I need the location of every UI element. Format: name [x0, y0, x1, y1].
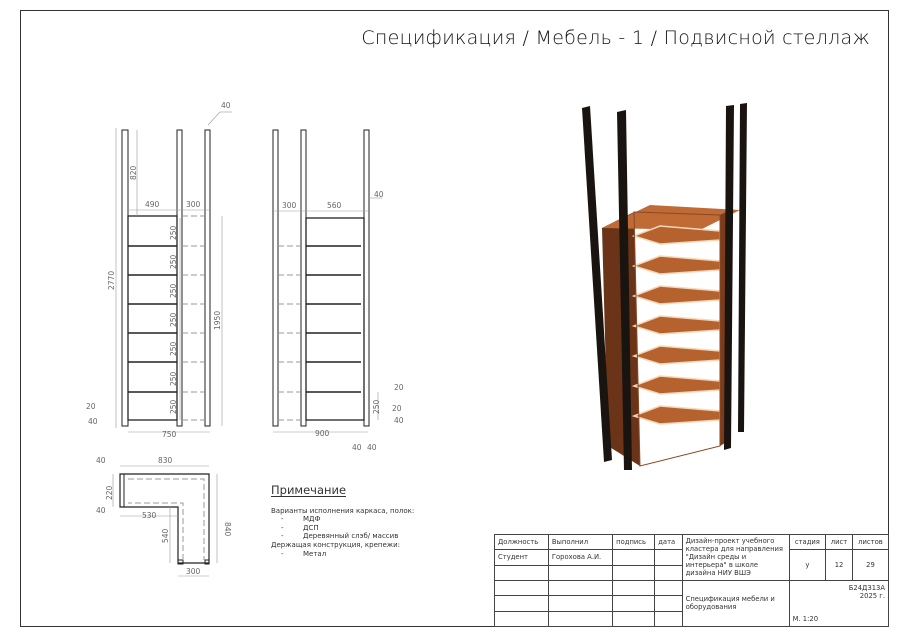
dim: 40: [88, 417, 98, 426]
3d-render: [582, 103, 747, 470]
dim: 250: [169, 341, 178, 356]
notes-section: Примечание Варианты исполнения каркаса, …: [271, 483, 415, 558]
document-title: Спецификация мебели и оборудования: [681, 579, 790, 628]
header-role: Должность: [494, 533, 549, 551]
dim: 540: [161, 528, 170, 543]
year: 2025 г.: [859, 591, 885, 600]
note-item: -ДСП: [281, 523, 319, 532]
front-view: [115, 111, 232, 433]
header-author: Выполнил: [547, 533, 614, 551]
dim: 2770: [107, 271, 116, 290]
plan-view: [112, 465, 218, 577]
dim: 40: [367, 443, 377, 452]
front-view-dims: 40 820 490 300 2770 1950 250 250 250 250…: [86, 101, 231, 439]
dim: 220: [105, 485, 114, 500]
sheets-value: 29: [851, 549, 890, 581]
side-view-dims: 300 560 40 20 250 20 40 900 40 40: [282, 190, 404, 452]
note-line: Варианты исполнения каркаса, полок:: [271, 506, 415, 515]
render-shelves: [631, 225, 721, 425]
dim: 560: [327, 201, 342, 210]
date-cell: [654, 549, 683, 566]
page-title: Спецификация / Мебель - 1 / Подвисной ст…: [361, 27, 870, 49]
dim: 40: [221, 101, 231, 110]
sheet-value: 12: [825, 549, 853, 581]
dim: 20: [86, 402, 96, 411]
stage-label: стадия: [788, 533, 827, 551]
code-cell: Б24ДЗ13А 2025 г. М. 1:20: [788, 579, 890, 628]
dim: 250: [169, 254, 178, 269]
sheets-label: листов: [851, 533, 890, 551]
notes-heading: Примечание: [271, 483, 347, 497]
drawing-frame: [20, 10, 889, 627]
dim: 40: [394, 416, 404, 425]
code: Б24ДЗ13А: [848, 583, 885, 592]
project-description: Дизайн-проект учебного кластера для напр…: [681, 534, 790, 581]
note-line: Держащая конструкция, крепежи:: [271, 540, 401, 549]
note-item: -МДФ: [281, 515, 321, 524]
dim: 250: [169, 371, 178, 386]
author-value: Горохова А.И.: [547, 549, 614, 566]
dim: 300: [186, 567, 201, 576]
dim: 840: [223, 522, 232, 537]
dim: 20: [392, 404, 402, 413]
dim: 830: [158, 456, 173, 465]
scale: М. 1:20: [792, 615, 819, 623]
header-date: дата: [654, 533, 683, 551]
dim: 750: [162, 430, 177, 439]
stage-value: у: [788, 549, 827, 581]
dim: 820: [129, 165, 138, 180]
dim: 250: [169, 399, 178, 414]
side-view: [272, 129, 382, 433]
dim: 20: [394, 383, 404, 392]
dim: 250: [169, 225, 178, 240]
dim: 490: [145, 200, 160, 209]
dim: 40: [96, 456, 106, 465]
role-value: Студент: [494, 549, 549, 566]
render-metal-posts: [582, 103, 747, 470]
dim: 1950: [213, 311, 222, 330]
dim: 250: [372, 399, 381, 414]
plan-view-dims: 40 830 220 40 530 540 840 300: [96, 456, 232, 576]
signature-cell: [612, 549, 656, 566]
dim: 900: [315, 429, 330, 438]
dim: 40: [352, 443, 362, 452]
dim: 250: [169, 312, 178, 327]
dim: 300: [186, 200, 201, 209]
sheet-label: лист: [825, 533, 853, 551]
note-item: -Метал: [281, 549, 327, 558]
header-signature: подпись: [612, 533, 656, 551]
dim: 300: [282, 201, 297, 210]
dim: 530: [142, 511, 157, 520]
title-block: Должность Выполнил подпись дата Дизайн-п…: [494, 533, 890, 628]
dim: 40: [374, 190, 384, 199]
note-item: -Деревянный слэб/ массив: [281, 532, 399, 541]
dim: 40: [96, 506, 106, 515]
dim: 250: [169, 283, 178, 298]
